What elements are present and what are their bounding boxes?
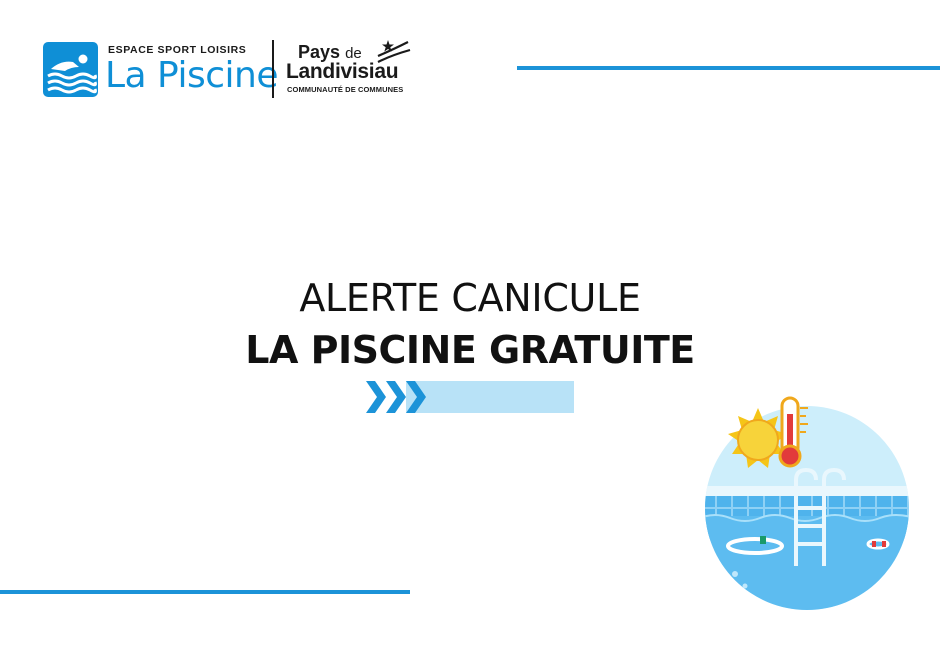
landivisiau-de: de [345, 45, 362, 62]
landivisiau-line1: Pays de [298, 42, 362, 63]
landivisiau-logo: Pays de Landivisiau COMMUNAUTÉ DE COMMUN… [284, 38, 424, 100]
chevron-right-icon [366, 381, 426, 413]
swimmer-icon [43, 42, 98, 97]
logo-subtitle: ESPACE SPORT LOISIRS [108, 44, 247, 56]
pool-ring-small [866, 538, 890, 550]
heatwave-pool-icon [705, 396, 909, 610]
pool-ladder [794, 467, 846, 566]
pool-ring [726, 537, 784, 555]
sun-icon [728, 408, 788, 468]
chevron-banner [366, 381, 574, 413]
decorative-line-bottom [0, 590, 410, 594]
thermometer-icon [778, 396, 808, 468]
landivisiau-line2: Landivisiau [286, 60, 399, 83]
headline-line1: ALERTE CANICULE [299, 276, 641, 320]
logo-divider [272, 40, 274, 98]
logo-name: La Piscine [105, 55, 279, 96]
landivisiau-pays: Pays [298, 42, 341, 62]
star-swoosh-icon [377, 40, 411, 63]
landivisiau-line3: COMMUNAUTÉ DE COMMUNES [287, 85, 404, 94]
decorative-line-top [517, 66, 940, 70]
banner-bar [406, 381, 574, 413]
headline-line2: LA PISCINE GRATUITE [245, 328, 695, 372]
piscine-logo: ESPACE SPORT LOISIRS La Piscine [43, 42, 279, 100]
